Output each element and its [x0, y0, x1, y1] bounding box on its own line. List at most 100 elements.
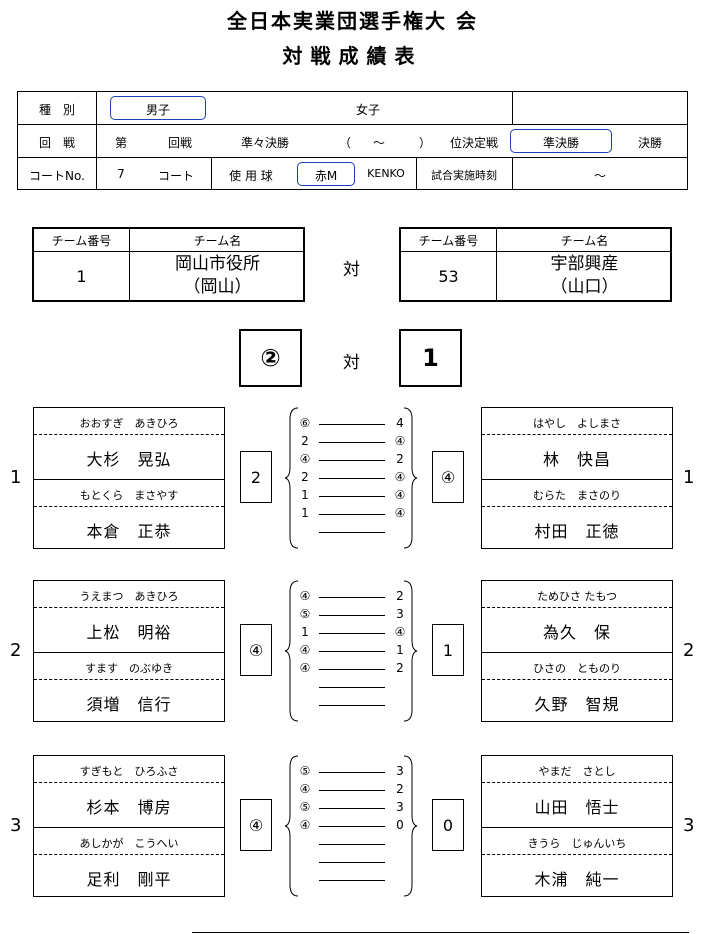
game-score-line: [319, 651, 385, 652]
round-paren-open: （: [338, 136, 351, 150]
row-divider: [34, 434, 224, 435]
left-player2-reading: あしかが こうへい: [79, 837, 179, 850]
game-score-line: [319, 880, 385, 881]
game-score-line: [319, 772, 385, 773]
right-overall-score: 1: [399, 329, 462, 387]
row-divider: [34, 506, 224, 507]
row-divider: [482, 652, 672, 653]
court-label: コート: [157, 169, 194, 183]
game-left-score: 1: [301, 488, 309, 502]
game-left-score: ④: [299, 452, 311, 466]
right-player2-name: 木浦 純一: [534, 870, 620, 889]
left-player2-name: 須増 信行: [86, 695, 172, 714]
right-games-bracket: [403, 407, 418, 549]
game-score-line: [319, 615, 385, 616]
category-label: 種 別: [38, 103, 75, 117]
game-score-line: [319, 633, 385, 634]
match-number-left: 3: [10, 815, 22, 836]
row-divider: [482, 679, 672, 680]
left-player1-name: 杉本 博房: [86, 798, 172, 817]
left-team-box: チーム番号 チーム名 1 岡山市役所 （岡山）: [32, 227, 305, 302]
right-games-bracket: [403, 580, 418, 722]
game-right-score: 0: [396, 818, 404, 832]
left-player1-reading: おおすぎ あきひろ: [79, 417, 179, 430]
game-score-line: [319, 514, 385, 515]
row-divider: [34, 607, 224, 608]
team-vs-label: 対: [343, 260, 360, 280]
left-player1-name: 上松 明裕: [86, 623, 172, 642]
left-player1-name: 大杉 晃弘: [86, 450, 172, 469]
left-team-name: 岡山市役所 （岡山）: [130, 253, 305, 299]
game-right-score: 3: [396, 607, 404, 621]
left-games-bracket: [284, 407, 299, 549]
left-games-won: 2: [240, 451, 272, 503]
category-men: 男子: [145, 103, 170, 117]
game-left-score: ④: [299, 818, 311, 832]
game-left-score: ④: [299, 782, 311, 796]
row-divider: [34, 479, 224, 480]
left-player1-reading: すぎもと ひろふさ: [79, 765, 179, 778]
bottom-rule: [192, 932, 689, 933]
left-games-bracket: [284, 755, 299, 897]
game-score-line: [319, 808, 385, 809]
court-number-label: コートNo.: [29, 169, 85, 183]
left-pair-box: うえまつ あきひろ上松 明裕すます のぶゆき須増 信行: [33, 580, 225, 722]
round-label: 回 戦: [38, 136, 75, 150]
round-tilde: ～: [372, 136, 385, 150]
row-divider: [482, 854, 672, 855]
row-divider: [34, 827, 224, 828]
right-pair-box: やまだ さとし山田 悟士きうら じゅんいち木浦 純一: [481, 755, 673, 897]
game-right-score: ④: [394, 506, 406, 520]
game-left-score: 2: [301, 470, 309, 484]
round-semifinal: 準決勝: [542, 136, 579, 150]
game-left-score: 2: [301, 434, 309, 448]
game-score-line: [319, 460, 385, 461]
game-right-score: ④: [394, 470, 406, 484]
game-score-line: [319, 669, 385, 670]
match-time-label: 試合実施時刻: [431, 169, 497, 182]
left-team-name-header: チーム名: [193, 234, 242, 248]
ball-kenko: KENKO: [367, 167, 405, 180]
right-player1-name: 山田 悟士: [534, 798, 620, 817]
round-kaisen: 回戦: [167, 136, 192, 150]
right-games-bracket: [403, 755, 418, 897]
round-dai: 第: [114, 136, 127, 150]
left-pair-box: おおすぎ あきひろ大杉 晃弘もとくら まさやす本倉 正恭: [33, 407, 225, 549]
right-player1-reading: ためひさ たもつ: [536, 590, 618, 603]
game-left-score: 1: [301, 625, 309, 639]
game-right-score: 2: [396, 589, 404, 603]
court-number: 7: [117, 167, 125, 181]
row-divider: [482, 506, 672, 507]
right-team-number: 53: [438, 267, 459, 286]
score-vs-label: 対: [343, 353, 360, 373]
right-team-box: チーム番号 チーム名 53 宇部興産 （山口）: [399, 227, 672, 302]
match-number-left: 2: [10, 640, 22, 661]
left-games-bracket: [284, 580, 299, 722]
game-right-score: 4: [396, 416, 404, 430]
right-player1-name: 林 快昌: [542, 450, 611, 469]
page-title: 全日本実業団選手権大 会: [227, 9, 478, 33]
game-right-score: ④: [394, 625, 406, 639]
left-player2-name: 足利 剛平: [86, 870, 172, 889]
semifinal-selected-circle: [510, 129, 612, 153]
left-team-name-line1: 岡山市役所: [175, 254, 260, 274]
game-score-line: [319, 442, 385, 443]
right-pair-box: ためひさ たもつ為久 保ひさの とものり久野 智規: [481, 580, 673, 722]
right-pair-box: はやし よしまさ林 快昌むらた まさのり村田 正徳: [481, 407, 673, 549]
game-left-score: ⑥: [299, 416, 311, 430]
game-score-line: [319, 496, 385, 497]
right-team-name-line1: 宇部興産: [550, 254, 619, 274]
right-games-won: ④: [432, 451, 464, 503]
right-games-won: 0: [432, 799, 464, 851]
match-number-right: 1: [683, 467, 695, 488]
right-team-name: 宇部興産 （山口）: [497, 253, 672, 299]
ball-red-m: 赤M: [314, 169, 338, 183]
right-team-name-header: チーム名: [560, 234, 609, 248]
game-score-line: [319, 532, 385, 533]
left-player2-reading: すます のぶゆき: [85, 662, 173, 675]
row-divider: [482, 827, 672, 828]
category-women: 女子: [355, 103, 380, 117]
match-number-left: 1: [10, 467, 22, 488]
game-left-score: ④: [299, 661, 311, 675]
row-divider: [34, 652, 224, 653]
